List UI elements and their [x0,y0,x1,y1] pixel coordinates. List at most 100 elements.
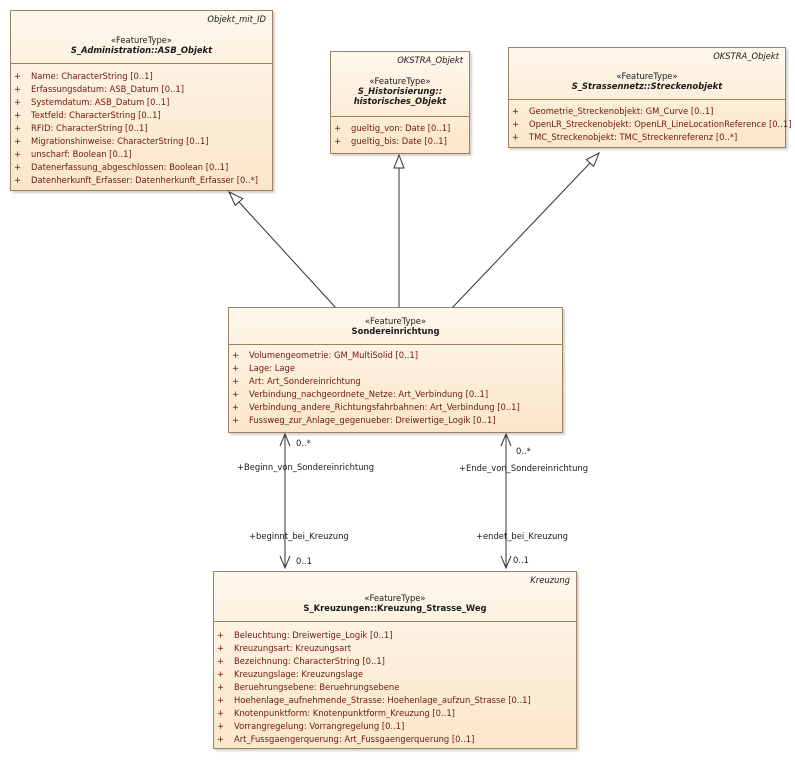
assoc-left-role-bottom: +beginnt_bei_Kreuzung [249,531,349,541]
package-label: Objekt_mit_ID [207,14,266,24]
class-asb-objekt[interactable]: Objekt_mit_ID «FeatureType» S_Administra… [10,10,273,191]
attribute-text: Datenherkunft_Erfasser: Datenherkunft_Er… [31,175,259,185]
attribute-text: Art_Fussgaengerquerung: Art_Fussgaengerq… [234,734,475,744]
attribute-text: Kreuzungslage: Kreuzungslage [234,669,364,679]
attribute-row: + Name: CharacterString [0..1] [11,70,272,83]
class-sondereinrichtung[interactable]: «FeatureType» Sondereinrichtung + Volumen… [228,307,563,433]
visibility-marker: + [14,71,22,81]
assoc-right-role-top: +Ende_von_Sondereinrichtung [459,463,589,473]
visibility-marker: + [217,682,225,692]
visibility-marker: + [14,84,22,94]
visibility-marker: + [232,350,240,360]
attribute-text: Beleuchtung: Dreiwertige_Logik [0..1] [234,630,393,640]
class-header: OKSTRA_Objekt «FeatureType» S_Historisie… [331,52,469,117]
class-kreuzung-strasse-weg[interactable]: Kreuzung «FeatureType» S_Kreuzungen::Kre… [213,571,577,749]
attribute-text: Knotenpunktform: Knotenpunktform_Kreuzun… [234,708,455,718]
class-name-line1: S_Historisierung:: [357,86,443,96]
attribute-row: + gueltig_von: Date [0..1] [331,122,469,135]
visibility-marker: + [232,402,240,412]
package-label: Kreuzung [530,575,570,585]
attribute-text: Bezeichnung: CharacterString [0..1] [234,656,385,666]
attribute-text: Volumengeometrie: GM_MultiSolid [0..1] [249,350,419,360]
attribute-row: +Hoehenlage_aufnehmende_Strasse: Hoehenl… [214,694,576,707]
stereotype-label: «FeatureType» [369,76,431,86]
attribute-text: Migrationshinweise: CharacterString [0..… [31,136,209,146]
class-name: S_Administration::ASB_Objekt [70,45,213,55]
attribute-row: + Volumengeometrie: GM_MultiSolid [0..1] [229,349,562,362]
assoc-right-role-bottom: +endet_bei_Kreuzung [476,531,568,541]
attribute-row: + Lage: Lage [229,362,562,375]
class-header: «FeatureType» Sondereinrichtung [229,308,562,345]
attribute-text: gueltig_von: Date [0..1] [351,123,451,133]
visibility-marker: + [14,149,22,159]
generalization-asb-line [238,201,337,309]
attribute-row: + Fussweg_zur_Anlage_gegenueber: Dreiwert… [229,414,562,427]
attribute-text: Fussweg_zur_Anlage_gegenueber: Dreiwerti… [249,415,496,425]
class-name: S_Kreuzungen::Kreuzung_Strasse_Weg [303,603,487,613]
visibility-marker: + [232,363,240,373]
attribute-text: Erfassungsdatum: ASB_Datum [0..1] [31,84,185,94]
visibility-marker: + [512,106,520,116]
class-header: Kreuzung «FeatureType» S_Kreuzungen::Kre… [214,572,576,622]
visibility-marker: + [232,415,240,425]
visibility-marker: + [217,708,225,718]
generalization-strecke-line [451,162,591,309]
assoc-right-mult-top: 0..* [516,446,531,456]
visibility-marker: + [14,136,22,146]
attribute-text: Name: CharacterString [0..1] [31,71,153,81]
attribute-row: + Vorrangregelung: Vorrangregelung [0..1] [214,720,576,733]
attribute-list: +gueltig_von: Date [0..1]+gueltig_bis: D… [331,117,469,148]
attribute-row: +Systemdatum: ASB_Datum [0..1] [11,96,272,109]
visibility-marker: + [217,721,225,731]
assoc-left-mult-top: 0..* [296,438,311,448]
stereotype-label: «FeatureType» [364,593,426,603]
visibility-marker: + [217,695,225,705]
attribute-text: Lage: Lage [249,363,296,373]
class-header: Objekt_mit_ID «FeatureType» S_Administra… [11,11,272,64]
generalization-hist-head [393,153,405,169]
visibility-marker: + [217,669,225,679]
attribute-list: +Volumengeometrie: GM_MultiSolid [0..1]+… [229,345,562,427]
attribute-text: Verbindung_nachgeordnete_Netze: Art_Verb… [249,389,489,399]
class-name: Sondereinrichtung [351,326,440,336]
attribute-text: Beruehrungsebene: Beruehrungsebene [234,682,400,692]
assoc-left-mult-bottom: 0..1 [296,556,312,566]
attribute-row: +Textfeld: CharacterString [0..1] [11,109,272,122]
attribute-text: unscharf: Boolean [0..1] [31,149,132,159]
generalization-strecke-head [585,151,600,168]
visibility-marker: + [14,123,22,133]
attribute-text: Systemdatum: ASB_Datum [0..1] [31,97,170,107]
attribute-text: Vorrangregelung: Vorrangregelung [0..1] [234,721,405,731]
attribute-text: Art: Art_Sondereinrichtung [249,376,361,386]
visibility-marker: + [14,162,22,172]
attribute-row: + Verbindung_nachgeordnete_Netze: Art_Ver… [229,388,562,401]
attribute-text: Kreuzungsart: Kreuzungsart [234,643,352,653]
assoc-left-role-top: +Beginn_von_Sondereinrichtung [237,462,375,472]
visibility-marker: + [217,734,225,744]
attribute-text: Textfeld: CharacterString [0..1] [31,110,161,120]
stereotype-label: «FeatureType» [364,316,427,326]
visibility-marker: + [334,123,342,133]
attribute-row: + Bezeichnung: CharacterString [0..1] [214,655,576,668]
package-label: OKSTRA_Objekt [397,55,463,65]
attribute-row: +OpenLR_Streckenobjekt: OpenLR_LineLocat… [509,118,791,131]
attribute-row: + Erfassungsdatum: ASB_Datum [0..1] [11,83,272,96]
attribute-text: RFID: CharacterString [0..1] [31,123,148,133]
attribute-row: + Geometrie_Streckenobjekt: GM_Curve [0..… [509,105,785,118]
class-name: S_Strassennetz::Streckenobjekt [571,81,723,91]
association-right-arrow-bottom [500,555,512,570]
attribute-text: Geometrie_Streckenobjekt: GM_Curve [0..1… [529,106,714,116]
class-name-line2: historisches_Objekt [353,96,447,106]
class-streckenobjekt[interactable]: OKSTRA_Objekt «FeatureType» S_Strassenne… [508,47,791,148]
visibility-marker: + [334,136,342,146]
package-label: OKSTRA_Objekt [713,51,779,61]
visibility-marker: + [217,656,225,666]
association-right-arrow-top [500,432,512,447]
association-left-arrow-top [279,432,291,447]
class-historisches-objekt[interactable]: OKSTRA_Objekt «FeatureType» S_Historisie… [330,51,470,154]
stereotype-label: «FeatureType» [616,71,678,81]
visibility-marker: + [232,389,240,399]
visibility-marker: + [512,132,520,142]
attribute-row: +Beleuchtung: Dreiwertige_Logik [0..1] [214,629,576,642]
attribute-row: + RFID: CharacterString [0..1] [11,122,272,135]
